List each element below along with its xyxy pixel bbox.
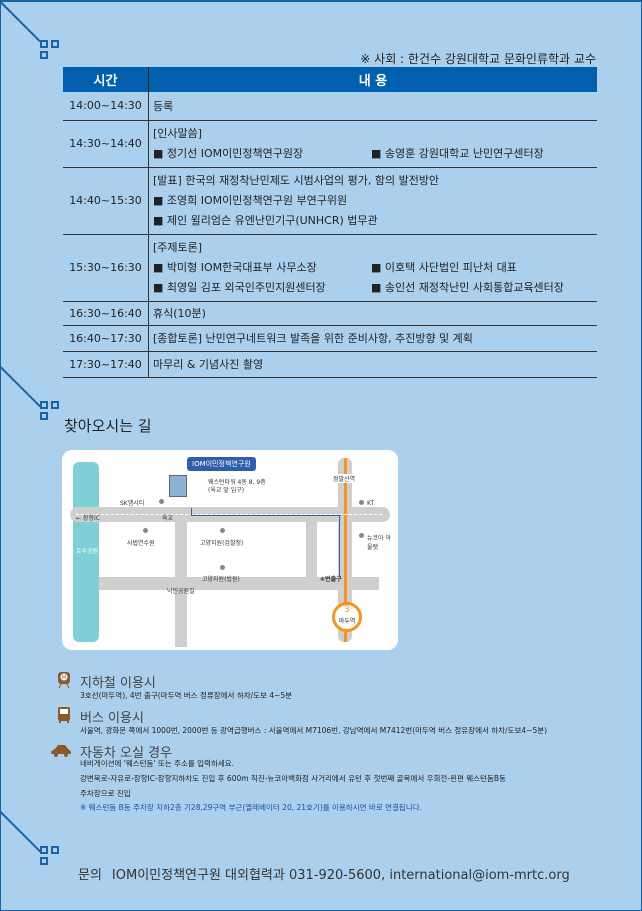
lake-park bbox=[73, 462, 99, 642]
subway-icon: M bbox=[58, 672, 70, 688]
header-time: 시간 bbox=[63, 67, 149, 92]
moderator-note: ※ 사회 : 한건수 강원대학교 문화인류학과 교수 bbox=[360, 52, 596, 66]
car-icon bbox=[51, 745, 71, 757]
header-content: 내 용 bbox=[148, 67, 597, 92]
route-line bbox=[191, 515, 341, 516]
road bbox=[306, 522, 317, 580]
table-row: 14:30~14:40 [인사말씀] ■ 정기선 IOM이민정책연구원장■ 송영… bbox=[63, 120, 597, 168]
table-row: 15:30~16:30 [주제토론] ■ 박미형 IOM한국대표부 사무소장■ … bbox=[63, 234, 597, 302]
building-icon bbox=[169, 475, 187, 497]
table-row: 14:40~15:30 [발표] 한국의 재정착난민제도 시범사업의 평가, 함… bbox=[63, 167, 597, 235]
location-map: 호수공원 IOM이민정책연구원 웨스턴타워 4동 8, 9층 (육교 앞 입구)… bbox=[62, 450, 398, 650]
subway-line bbox=[344, 458, 347, 642]
svg-text:M: M bbox=[62, 675, 66, 681]
route-line bbox=[339, 515, 340, 577]
road bbox=[175, 507, 187, 647]
road bbox=[99, 577, 379, 590]
directions-title: 찾아오시는 길 bbox=[64, 417, 152, 435]
bus-icon bbox=[58, 707, 70, 723]
table-row: 16:40~17:30[종합토론] 난민연구네트워크 발족을 위한 준비사항, … bbox=[63, 325, 597, 352]
